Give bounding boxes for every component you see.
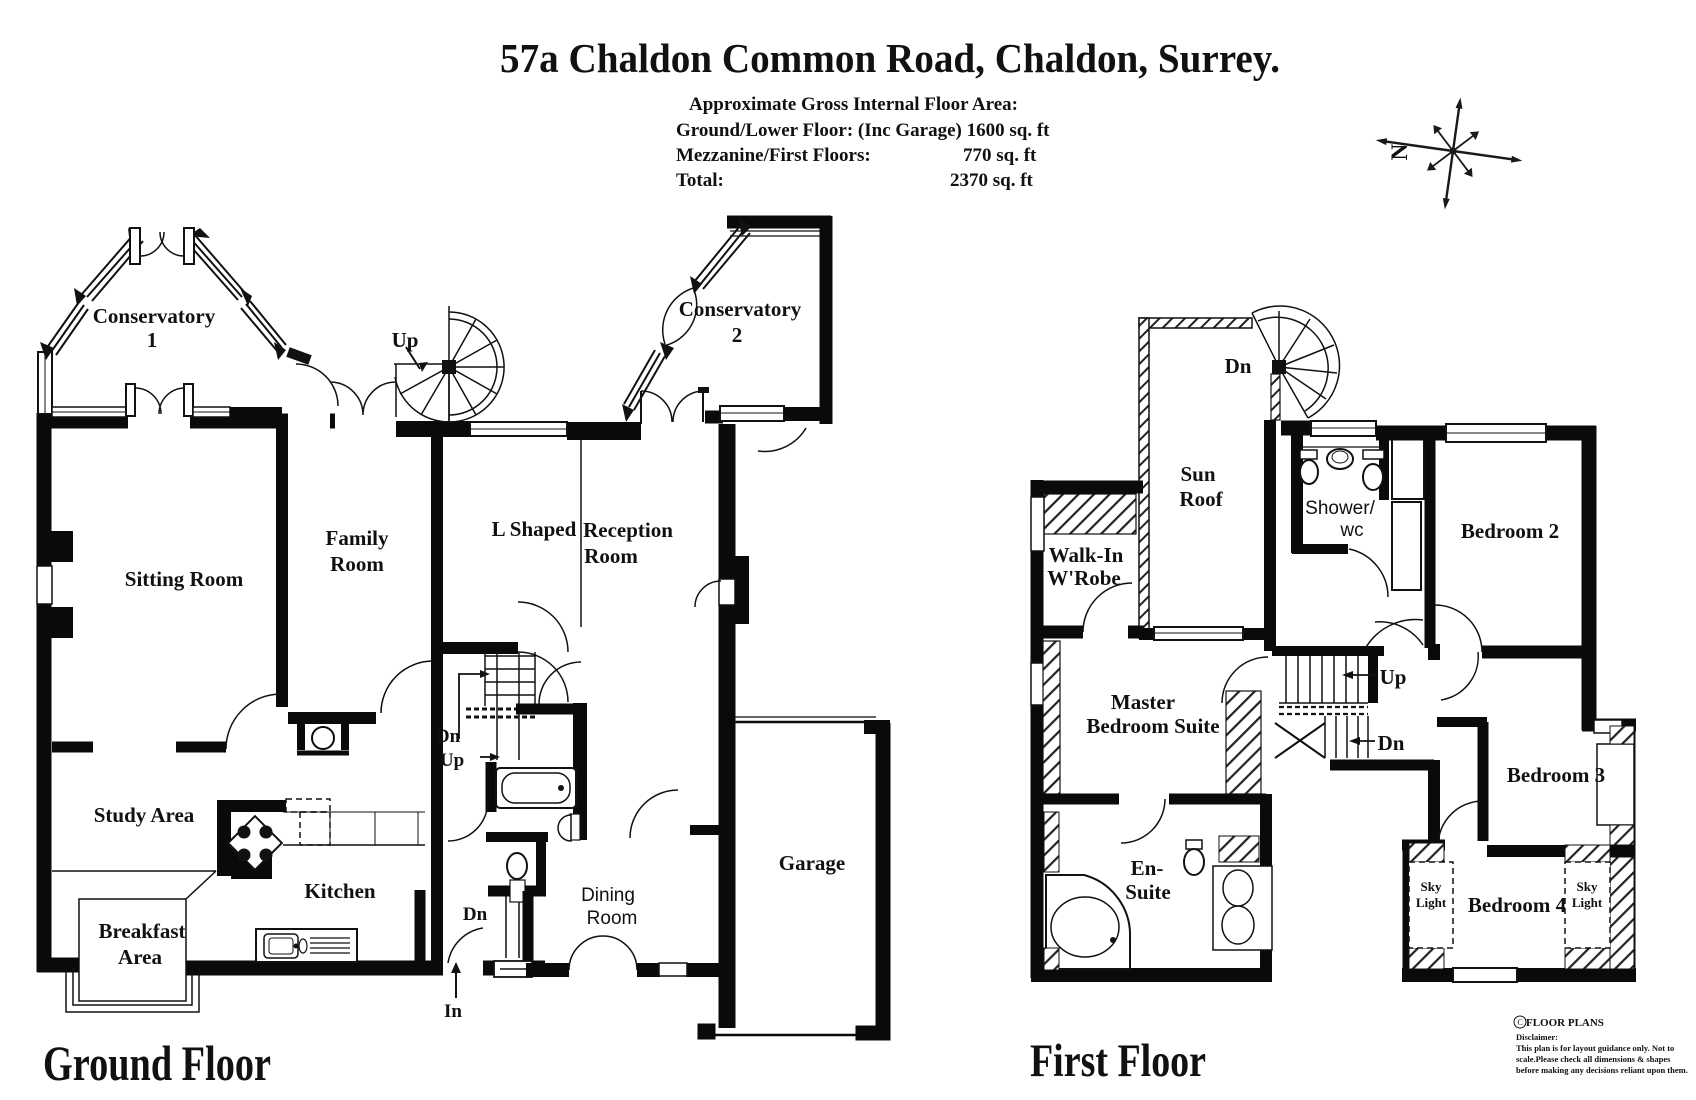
svg-text:First Floor: First Floor [1030,1035,1206,1087]
svg-text:Sun: Sun [1180,462,1215,486]
svg-text:Walk-In: Walk-In [1049,543,1124,567]
svg-text:Room: Room [330,552,384,576]
svg-text:Dn: Dn [1225,354,1252,378]
svg-text:Up: Up [440,750,464,771]
svg-text:This plan is for layout guidan: This plan is for layout guidance only. N… [1516,1043,1674,1053]
svg-text:Sky: Sky [1421,879,1442,894]
svg-text:Kitchen: Kitchen [304,879,375,903]
svg-text:Mezzanine/First Floors:: Mezzanine/First Floors: [676,145,871,166]
svg-text:Roof: Roof [1179,487,1223,511]
svg-text:2370 sq. ft: 2370 sq. ft [950,170,1034,191]
svg-text:Up: Up [392,328,419,352]
svg-text:wc: wc [1339,520,1363,541]
svg-text:57a Chaldon Common Road, Chald: 57a Chaldon Common Road, Chaldon, Surrey… [500,35,1280,81]
svg-text:Ground/Lower Floor: (Inc Garag: Ground/Lower Floor: (Inc Garage) 1600 sq… [676,120,1050,141]
svg-text:Dn: Dn [463,904,488,925]
svg-text:scale.Please check all dimensi: scale.Please check all dimensions & shap… [1516,1054,1671,1064]
svg-text:Room: Room [587,908,638,929]
svg-text:Dn: Dn [1378,731,1405,755]
svg-text:Bedroom 2: Bedroom 2 [1461,519,1559,543]
svg-text:Light: Light [1416,895,1447,910]
svg-text:N: N [1387,143,1412,160]
svg-text:Shower/: Shower/ [1305,498,1375,519]
svg-text:Breakfast: Breakfast [98,919,185,943]
svg-text:Sky: Sky [1577,879,1598,894]
svg-text:Light: Light [1572,895,1603,910]
svg-text:Area: Area [118,945,162,969]
svg-text:Disclaimer:: Disclaimer: [1516,1032,1558,1042]
svg-text:Conservatory: Conservatory [93,304,216,328]
svg-text:Garage: Garage [779,851,845,875]
svg-text:Master: Master [1111,690,1175,714]
svg-text:L Shaped: L Shaped [492,517,577,541]
svg-text:Conservatory: Conservatory [679,297,802,321]
svg-text:Bedroom 4: Bedroom 4 [1468,893,1567,917]
svg-text:Study Area: Study Area [94,803,195,827]
svg-text:Bedroom Suite: Bedroom Suite [1086,714,1219,738]
svg-text:In: In [444,1001,462,1022]
svg-text:Up: Up [1380,665,1407,689]
svg-text:FLOOR PLANS: FLOOR PLANS [1526,1017,1604,1029]
svg-text:En-: En- [1131,856,1164,880]
svg-text:C: C [1517,1018,1522,1027]
svg-text:Reception: Reception [583,518,673,542]
svg-text:Sitting Room: Sitting Room [125,567,244,591]
svg-text:2: 2 [732,323,743,347]
svg-text:before making any decisions re: before making any decisions reliant upon… [1516,1065,1688,1075]
svg-text:Dn: Dn [436,726,461,747]
svg-text:Room: Room [584,544,638,568]
svg-text:Total:: Total: [676,170,724,191]
svg-text:W'Robe: W'Robe [1047,566,1121,590]
svg-text:Suite: Suite [1125,880,1171,904]
svg-text:Family: Family [326,526,389,550]
svg-text:Approximate Gross Internal Flo: Approximate Gross Internal Floor Area: [689,94,1018,115]
svg-text:Ground Floor: Ground Floor [43,1035,271,1091]
svg-text:1: 1 [147,328,158,352]
svg-text:Dining: Dining [581,885,635,906]
svg-text:770 sq. ft: 770 sq. ft [963,145,1037,166]
svg-text:Bedroom 3: Bedroom 3 [1507,763,1605,787]
